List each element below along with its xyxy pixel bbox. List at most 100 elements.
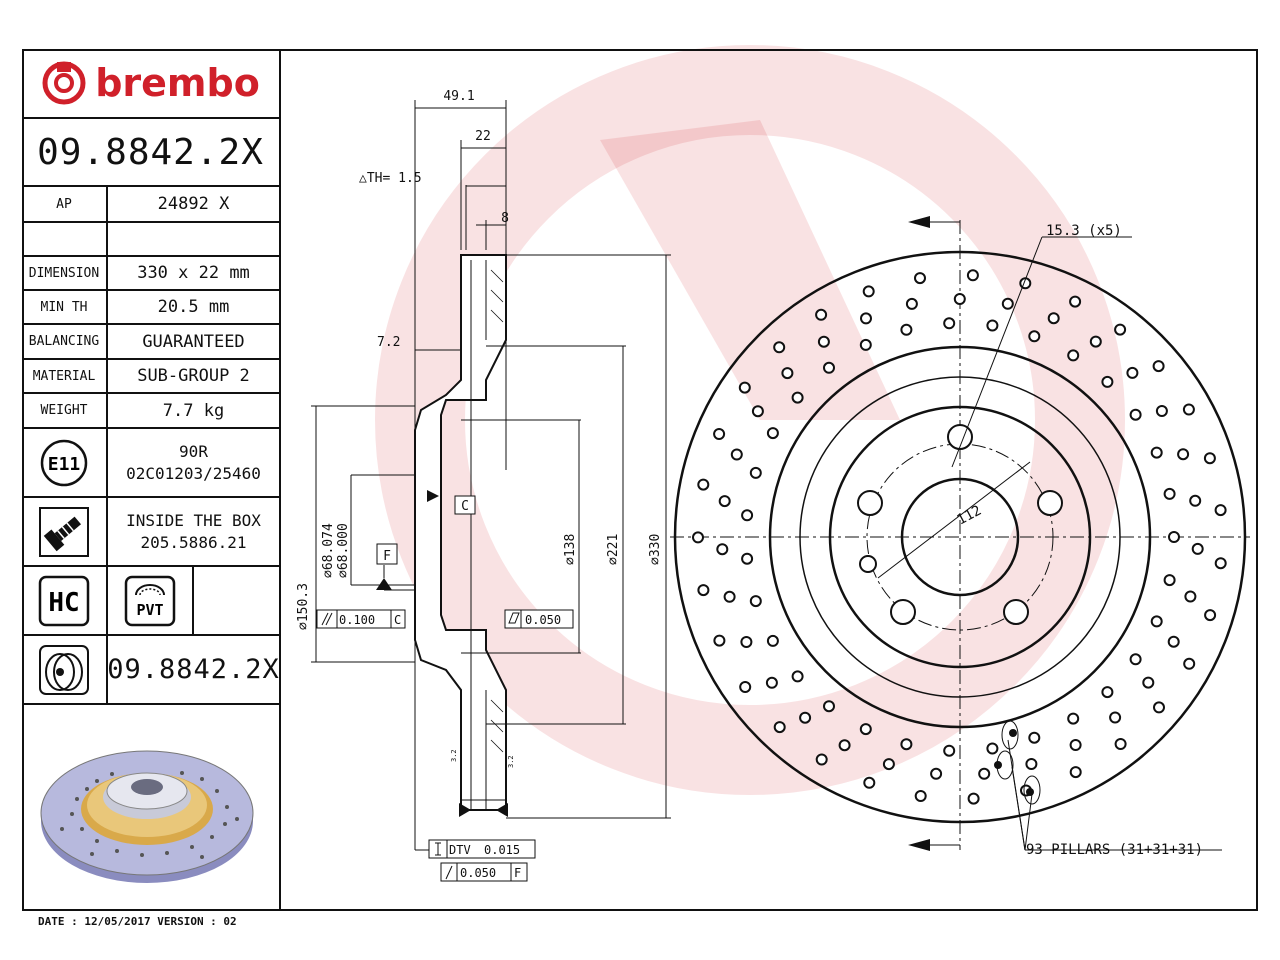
drill-hole xyxy=(1101,375,1114,388)
drill-hole xyxy=(751,405,764,418)
spec-value: GUARANTEED xyxy=(142,331,245,352)
screws-line2: 205.5886.21 xyxy=(140,532,247,552)
drill-hole xyxy=(817,335,830,348)
drill-hole xyxy=(741,509,754,522)
screws-line1: INSIDE THE BOX xyxy=(126,510,261,530)
dim-dia-68-000: ⌀68.000 xyxy=(336,523,351,578)
drill-hole xyxy=(967,792,980,805)
drill-hole xyxy=(1150,615,1163,628)
drill-hole xyxy=(966,269,979,282)
brembo-logo-icon xyxy=(42,61,86,105)
spec-label: AP xyxy=(22,187,108,221)
drill-hole xyxy=(1184,590,1197,603)
drill-hole xyxy=(882,758,895,771)
hc-badge-icon: HC xyxy=(38,575,90,626)
drill-hole xyxy=(781,367,794,380)
drill-hole xyxy=(1203,452,1216,465)
pcd-label: 112 xyxy=(954,503,984,529)
drill-hole xyxy=(900,738,913,751)
drill-hole xyxy=(773,341,786,354)
drill-hole xyxy=(1204,609,1217,622)
disc-side-icon xyxy=(39,644,89,695)
drill-hole xyxy=(1129,408,1142,421)
tol-runout-ref: F xyxy=(514,866,521,880)
homologation-line1: 90R xyxy=(179,441,208,461)
footer-date-version: DATE : 12/05/2017 VERSION : 02 xyxy=(38,915,237,928)
disc-photo xyxy=(40,750,254,883)
drill-hole xyxy=(900,323,913,336)
drill-hole xyxy=(905,297,918,310)
dim-22: 22 xyxy=(475,129,491,144)
drill-hole xyxy=(1177,448,1190,461)
drill-hole xyxy=(1067,349,1080,362)
drill-hole xyxy=(1152,360,1165,373)
drill-hole xyxy=(860,312,872,325)
drill-holes xyxy=(692,269,1227,805)
dim-dia-221: ⌀221 xyxy=(606,534,621,565)
badges-row: HC PVT xyxy=(22,567,279,636)
e11-label: E11 xyxy=(48,454,81,475)
spec-value xyxy=(108,223,279,255)
spec-row-balancing: BALANCING GUARANTEED xyxy=(22,325,279,360)
drill-hole xyxy=(1089,335,1102,348)
dim-7-2: 7.2 xyxy=(377,335,400,350)
pillars-label: 93 PILLARS (31+31+31) xyxy=(1026,842,1203,858)
datum-c: C xyxy=(461,499,469,514)
e11-homologation-icon: E11 xyxy=(40,439,88,486)
drill-hole xyxy=(1163,487,1176,500)
spec-row-ap: AP 24892 X xyxy=(22,187,279,223)
drill-hole xyxy=(692,531,704,544)
drill-hole xyxy=(1001,297,1014,310)
drill-hole xyxy=(1191,542,1204,555)
hc-label: HC xyxy=(48,588,79,618)
drill-hole xyxy=(815,753,828,766)
spec-row-dimension: DIMENSION 330 x 22 mm xyxy=(22,257,279,291)
spec-label: WEIGHT xyxy=(22,394,108,427)
drill-hole xyxy=(1167,635,1180,648)
spec-label xyxy=(22,223,108,255)
drill-hole xyxy=(766,427,779,440)
drill-hole xyxy=(723,590,736,603)
pvt-badge-icon: PVT xyxy=(124,575,176,626)
drill-hole xyxy=(1183,657,1196,670)
drill-hole xyxy=(799,711,812,724)
spec-value: 24892 X xyxy=(157,194,230,214)
drill-hole xyxy=(1025,758,1038,770)
drill-hole xyxy=(953,293,966,305)
brand-row: brembo xyxy=(22,49,279,119)
dim-8: 8 xyxy=(501,211,509,226)
dim-dia-150-3: ⌀150.3 xyxy=(296,583,311,630)
drill-hole xyxy=(1163,574,1176,587)
drill-hole xyxy=(1126,366,1139,379)
spec-row-empty xyxy=(22,223,279,257)
drill-hole xyxy=(978,767,991,780)
spec-row-material: MATERIAL SUB-GROUP 2 xyxy=(22,360,279,394)
drill-hole xyxy=(1214,557,1227,570)
dim-delta-th: △TH= 1.5 xyxy=(359,171,422,186)
drill-hole xyxy=(859,338,872,351)
drill-hole xyxy=(730,448,743,461)
drill-hole xyxy=(1109,711,1122,724)
bottom-part-row: 09.8842.2X xyxy=(22,636,279,705)
drill-hole xyxy=(1028,731,1041,744)
drill-hole xyxy=(749,466,762,479)
homologation-line2: 02C01203/25460 xyxy=(126,463,261,483)
drill-hole xyxy=(930,767,943,780)
drill-hole xyxy=(1114,323,1127,336)
drill-hole xyxy=(914,272,926,285)
part-number-row: 09.8842.2X xyxy=(22,119,279,187)
tol-runout: 0.050 xyxy=(460,866,496,880)
part-number-bottom: 09.8842.2X xyxy=(107,654,280,685)
spec-label: BALANCING xyxy=(22,325,108,358)
brand-name: brembo xyxy=(95,61,260,105)
drill-hole xyxy=(713,428,726,440)
drill-hole xyxy=(859,723,872,736)
drill-hole xyxy=(1069,739,1082,751)
dim-dia-138: ⌀138 xyxy=(563,534,578,565)
drill-hole xyxy=(1069,295,1082,308)
spec-value: 330 x 22 mm xyxy=(137,263,250,283)
drill-hole xyxy=(766,634,779,647)
part-number: 09.8842.2X xyxy=(37,131,264,173)
hole-callout: 15.3 (x5) xyxy=(1046,223,1122,239)
drill-hole xyxy=(1182,403,1195,416)
